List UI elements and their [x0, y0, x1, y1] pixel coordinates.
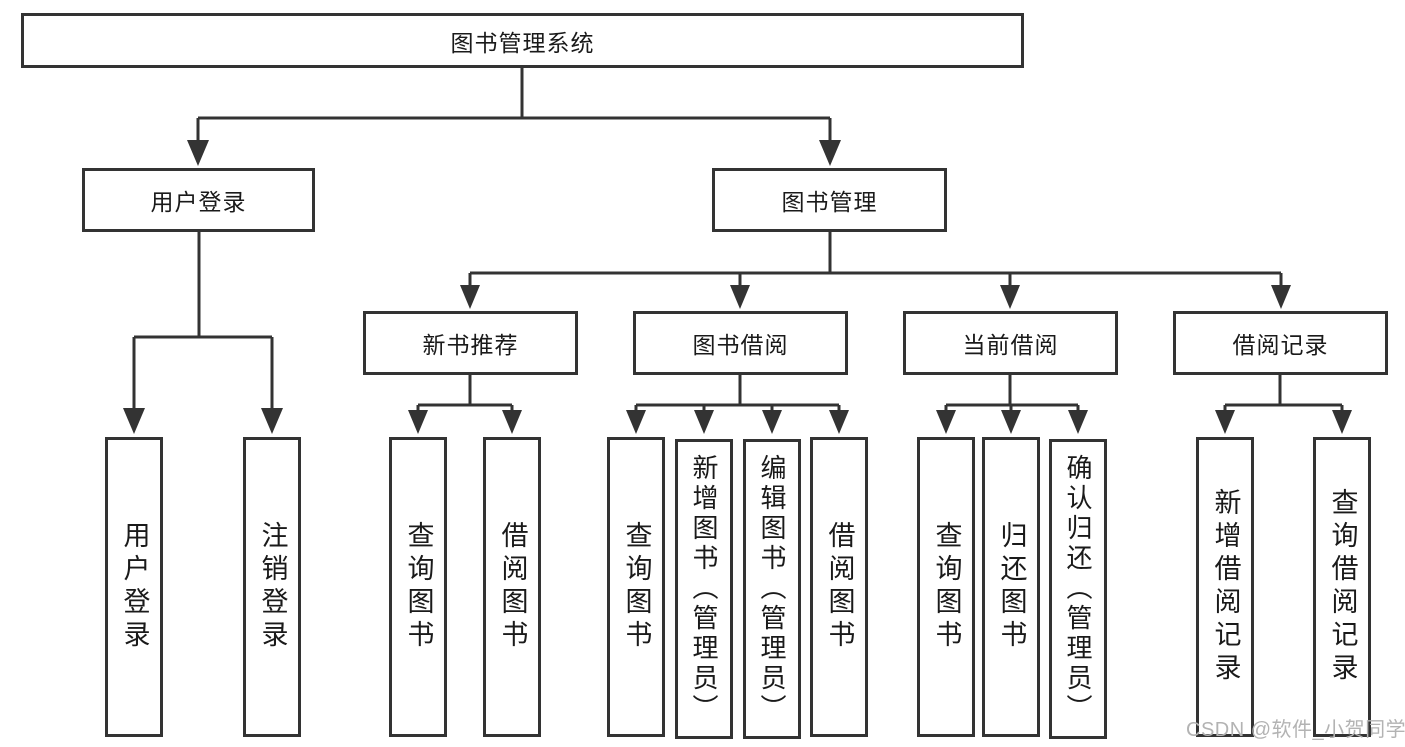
- leaf-return-book: 归还图书: [982, 437, 1040, 737]
- node-book-management: 图书管理: [712, 168, 947, 232]
- leaf-borrow-books-recommend: 借阅图书: [483, 437, 541, 737]
- leaf-logout: 注销登录: [243, 437, 301, 737]
- csdn-watermark: CSDN @软件_小贺同学: [1186, 719, 1405, 741]
- leaf-add-book-admin: 新增图书（管理员）: [675, 439, 733, 739]
- leaf-query-books-recommend: 查询图书: [389, 437, 447, 737]
- node-book-borrowing: 图书借阅: [633, 311, 848, 375]
- node-new-book-recommendation: 新书推荐: [363, 311, 578, 375]
- leaf-query-books-current: 查询图书: [917, 437, 975, 737]
- node-user-login: 用户登录: [82, 168, 315, 232]
- arrowheads: [123, 140, 1352, 434]
- leaf-query-borrow-record: 查询借阅记录: [1313, 437, 1371, 737]
- node-borrowing-records: 借阅记录: [1173, 311, 1388, 375]
- leaf-edit-book-admin: 编辑图书（管理员）: [743, 439, 801, 739]
- leaf-borrow-books-borrow: 借阅图书: [810, 437, 868, 737]
- leaf-query-books-borrow: 查询图书: [607, 437, 665, 737]
- leaf-user-login: 用户登录: [105, 437, 163, 737]
- leaf-confirm-return-admin: 确认归还（管理员）: [1049, 439, 1107, 739]
- node-library-management-system: 图书管理系统: [21, 13, 1024, 68]
- node-current-borrowing: 当前借阅: [903, 311, 1118, 375]
- leaf-add-borrow-record: 新增借阅记录: [1196, 437, 1254, 737]
